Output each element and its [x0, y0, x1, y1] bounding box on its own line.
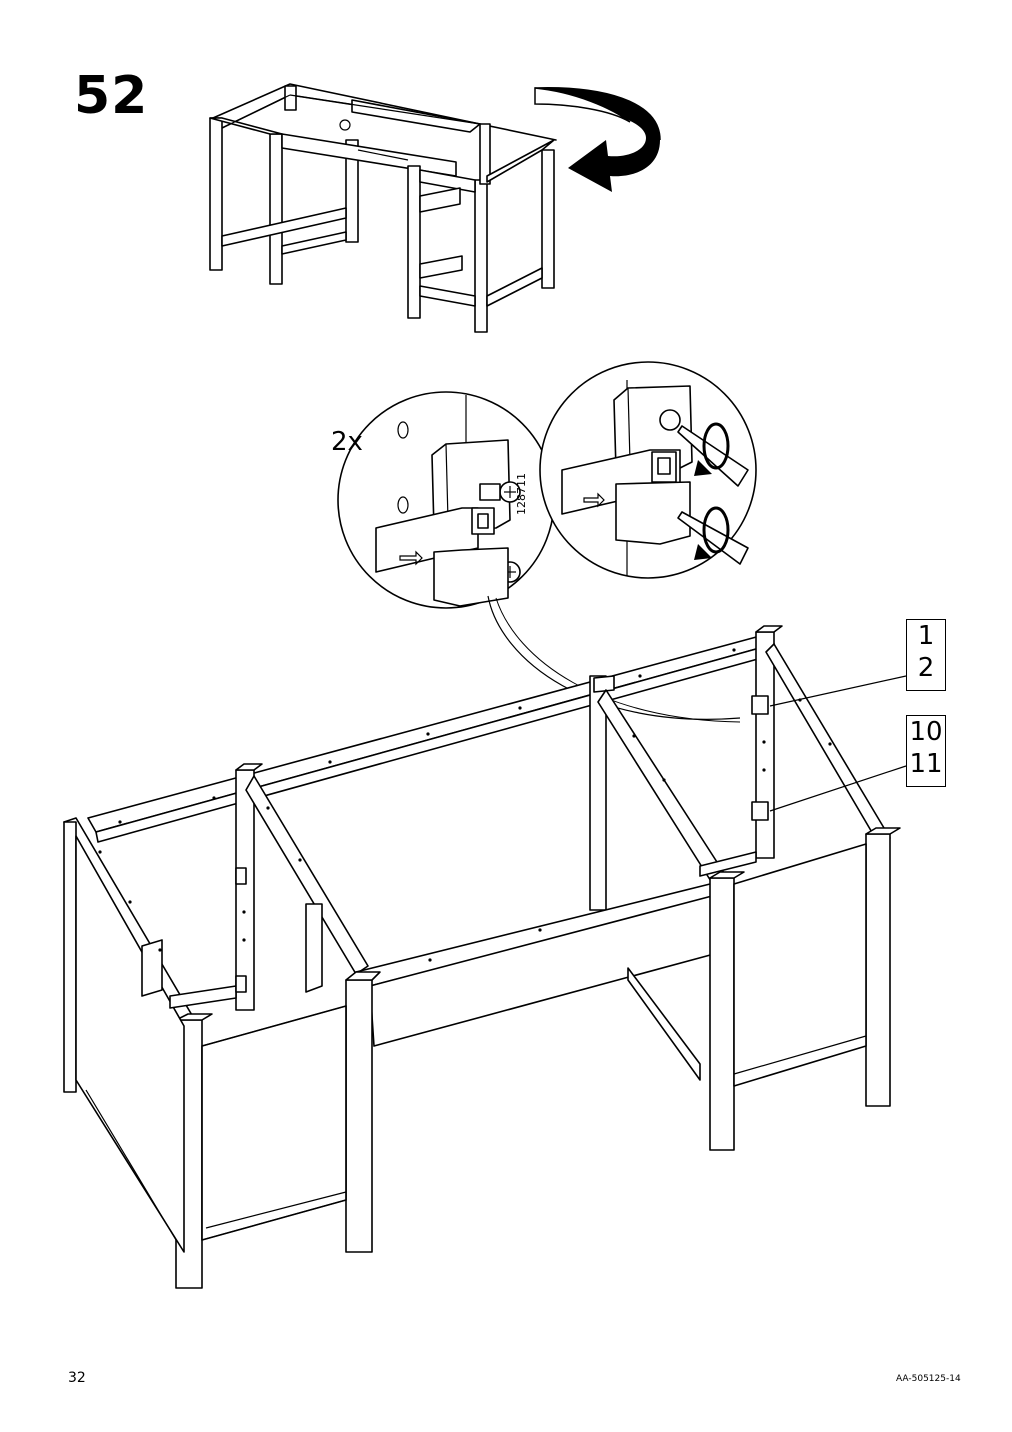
- callout-bottom-line-2: 11: [909, 749, 943, 779]
- callout-top-line-1: 1: [917, 621, 935, 651]
- callout-top: 1 2: [906, 619, 946, 691]
- detail-circle-tightening: [539, 361, 757, 579]
- quantity-label: 2x: [331, 427, 363, 457]
- rotate-arrow-icon: [534, 87, 661, 192]
- desk-frame-main: [63, 625, 901, 1289]
- page-number: 32: [68, 1370, 86, 1386]
- detail-circle-bracket: [337, 391, 555, 609]
- callout-top-line-2: 2: [917, 653, 935, 683]
- rotation-arrow-icon: [694, 422, 730, 560]
- article-number: 128711: [515, 473, 528, 515]
- desk-frame-overview: [209, 83, 557, 333]
- step-number: 52: [74, 66, 149, 126]
- document-code: AA-505125-14: [896, 1374, 961, 1384]
- callout-bottom-line-1: 10: [909, 717, 943, 747]
- callout-bottom: 10 11: [906, 715, 946, 787]
